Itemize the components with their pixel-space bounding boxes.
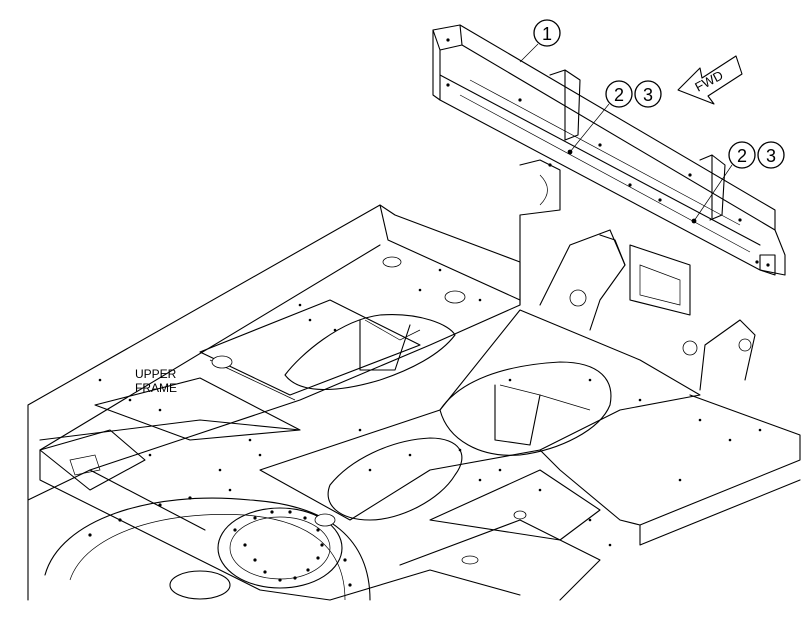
callout-2-number: 2	[737, 146, 747, 166]
callout-3-number: 3	[766, 146, 776, 166]
callout-2-3-upper: 2 3	[605, 80, 662, 108]
upper-frame-label-line1: UPPER	[135, 367, 177, 381]
part-1-cover	[432, 24, 786, 276]
callout-1-number: 1	[542, 24, 552, 44]
callout-3-number: 3	[643, 85, 653, 105]
callout-1: 1	[533, 19, 561, 47]
upper-frame-label: UPPER FRAME	[135, 367, 177, 395]
upper-frame-label-line2: FRAME	[135, 381, 177, 395]
callout-2-3-lower: 2 3	[728, 141, 785, 169]
fwd-label: FWD	[692, 68, 725, 95]
callout-leaders	[519, 43, 733, 222]
upper-frame	[27, 159, 801, 601]
callout-2-number: 2	[614, 85, 624, 105]
fwd-arrow: FWD	[677, 55, 743, 105]
